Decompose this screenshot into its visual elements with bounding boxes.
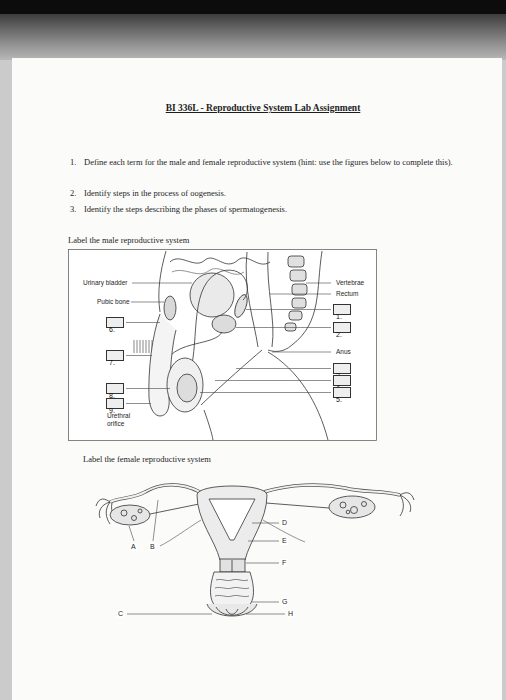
callout-number: 2. <box>334 330 344 339</box>
list-number: 3. <box>70 202 76 218</box>
part-label: Anus <box>335 348 352 356</box>
callout-number: 1. <box>334 312 344 321</box>
part-label: Vertebrae <box>335 279 365 287</box>
callout-box: 9. <box>106 398 124 409</box>
callout-box: 6. <box>106 317 124 328</box>
part-label: Urethral orifice <box>106 412 140 427</box>
screen-band <box>0 14 506 60</box>
instruction-text: Define each term for the male and female… <box>84 155 454 171</box>
section-heading: Label the male reproductive system <box>68 233 189 249</box>
callout-box: 1. <box>333 304 351 315</box>
screen-bezel <box>0 0 506 14</box>
callout-number: 7. <box>107 358 117 367</box>
part-label: Pubic bone <box>96 298 131 306</box>
callout-letter: B <box>149 543 156 551</box>
part-label: Urinary bladder <box>82 279 128 287</box>
callout-box: 8. <box>106 383 124 394</box>
page-title: BI 336L - Reproductive System Lab Assign… <box>20 102 506 114</box>
callout-box: 3. <box>333 363 351 374</box>
section-heading: Label the female reproductive system <box>83 452 211 468</box>
list-number: 1. <box>70 155 76 171</box>
callout-box: 5. <box>333 387 351 398</box>
callout-box: 7. <box>106 350 124 361</box>
callout-number: 5. <box>334 395 344 404</box>
list-number: 2. <box>70 186 76 202</box>
callout-letter: C <box>117 610 124 618</box>
instruction-text: Identify the steps describing the phases… <box>84 202 454 218</box>
callout-box: 2. <box>333 322 351 333</box>
callout-letter: A <box>130 543 137 551</box>
callout-letter: H <box>287 610 294 618</box>
part-label: Rectum <box>335 290 359 298</box>
instruction-text: Identify steps in the process of oogenes… <box>84 186 454 202</box>
callout-letter: F <box>281 559 287 567</box>
callout-letter: D <box>281 519 288 527</box>
callout-number: 9. <box>107 406 117 415</box>
callout-letter: E <box>281 537 288 545</box>
callout-box: 4. <box>333 375 351 386</box>
callout-number: 6. <box>107 325 117 334</box>
callout-letter: G <box>281 598 288 606</box>
